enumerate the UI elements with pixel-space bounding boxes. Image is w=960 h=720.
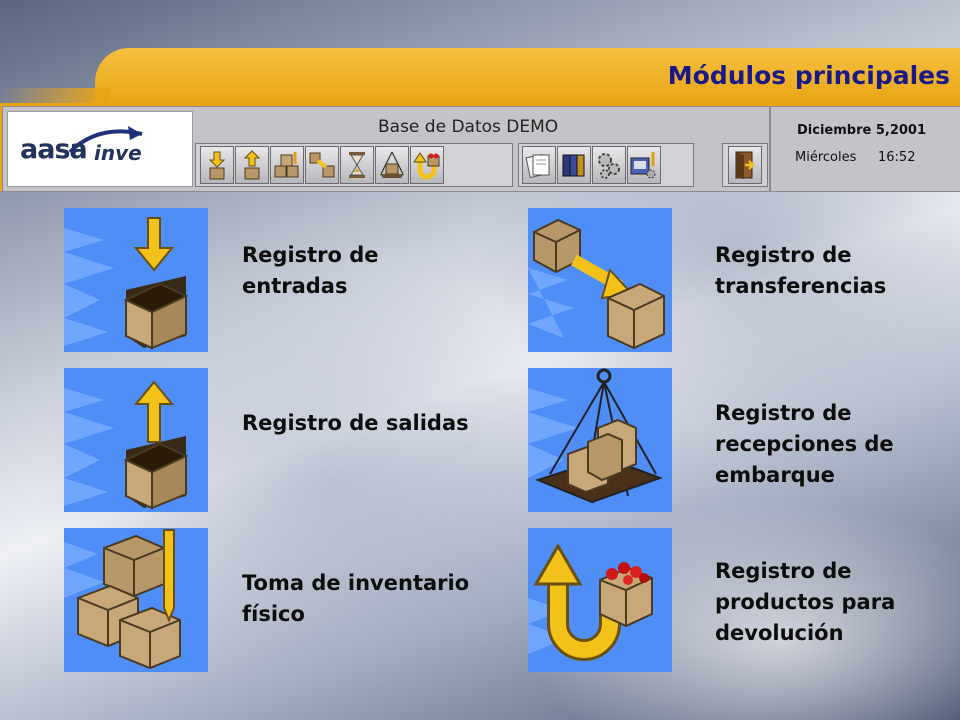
- module-entries-label[interactable]: Registro de entradas: [242, 243, 379, 298]
- exit-door-icon: [735, 151, 755, 179]
- current-time: 16:52: [878, 150, 916, 165]
- module-transfers-label[interactable]: Registro de transferencias: [715, 243, 887, 298]
- toolbar-inventory-button[interactable]: [270, 146, 304, 184]
- toolbar-returns-button[interactable]: [410, 146, 444, 184]
- toolbar-entry-button[interactable]: [200, 146, 234, 184]
- module-shipments-label[interactable]: Registro de recepciones de embarque: [715, 401, 894, 487]
- documents-icon: [525, 153, 550, 179]
- box-arrow-out-icon: [64, 368, 208, 512]
- gears-icon: [598, 153, 620, 179]
- page-title: Módulos principales: [667, 61, 950, 90]
- module-entries-tile[interactable]: [64, 208, 208, 352]
- title-bar: Módulos principales: [0, 48, 960, 106]
- inventory-boxes-icon: [274, 152, 299, 178]
- toolbar-exit-button[interactable]: [235, 146, 269, 184]
- toolbar-documents-button[interactable]: [522, 146, 556, 184]
- module-exits-label[interactable]: Registro de salidas: [242, 411, 469, 435]
- box-arrow-in-icon: [64, 208, 208, 352]
- toolbar-tools-button[interactable]: [627, 146, 661, 184]
- module-transfers-tile[interactable]: [528, 208, 672, 352]
- current-weekday: Miércoles: [795, 150, 857, 165]
- logo-swoosh-icon: [68, 126, 143, 154]
- toolbar-transfer-button[interactable]: [305, 146, 339, 184]
- exit-arrow-up-box-icon: [243, 150, 261, 180]
- toolbar-exit-door-button[interactable]: [728, 146, 762, 184]
- toolbar-hourglass-button[interactable]: [340, 146, 374, 184]
- module-exits-tile[interactable]: [64, 368, 208, 512]
- toolbar-settings-button[interactable]: [592, 146, 626, 184]
- hourglass-icon: [349, 152, 365, 178]
- box-transfer-icon: [528, 208, 672, 352]
- return-u-arrow-icon: [528, 528, 672, 672]
- books-icon: [562, 154, 585, 177]
- database-name: Base de Datos DEMO: [378, 117, 559, 137]
- inventory-pencil-icon: [64, 528, 208, 672]
- app-logo: aasa inve: [7, 111, 193, 187]
- module-inventory-label[interactable]: Toma de inventario físico: [242, 571, 470, 626]
- logo-main-text: aasa: [20, 134, 88, 165]
- toolbar-books-button[interactable]: [557, 146, 591, 184]
- toolbar-shipment-button[interactable]: [375, 146, 409, 184]
- date-panel: Diciembre 5,2001 Miércoles 16:52: [770, 106, 960, 192]
- module-inventory-tile[interactable]: [64, 528, 208, 672]
- transfer-boxes-icon: [309, 152, 335, 178]
- crane-load-icon: [380, 151, 404, 178]
- module-shipments-tile[interactable]: [528, 368, 672, 512]
- shipment-sling-icon: [528, 368, 672, 512]
- entry-arrow-down-box-icon: [208, 151, 226, 180]
- module-returns-label[interactable]: Registro de productos para devolución: [715, 559, 896, 645]
- tools-box-icon: [630, 152, 656, 179]
- logo-sub-text: inve: [94, 141, 142, 165]
- return-arrow-icon: [413, 152, 440, 180]
- current-date: Diciembre 5,2001: [797, 123, 926, 138]
- module-returns-tile[interactable]: [528, 528, 672, 672]
